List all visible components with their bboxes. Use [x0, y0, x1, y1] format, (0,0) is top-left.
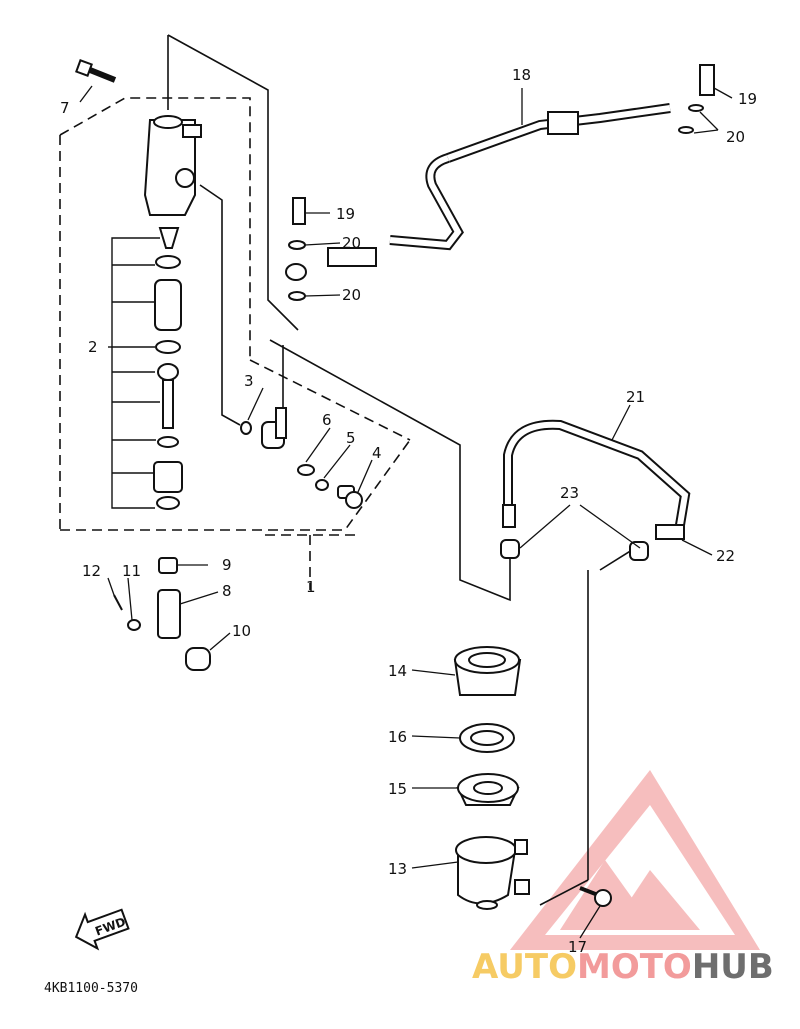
callout-2: 2 [88, 338, 98, 356]
callout-16: 16 [388, 728, 407, 746]
piston-kit [153, 227, 183, 510]
assembly-outlines [59, 34, 641, 906]
diaphragm-16 [459, 723, 515, 753]
callout-4: 4 [372, 444, 382, 462]
reservoir-13 [455, 836, 530, 910]
svg-text:AUTOMOTOHUB: AUTOMOTOHUB [472, 947, 774, 987]
watermark-auto: AUTO [472, 947, 577, 987]
callout-12: 12 [82, 562, 101, 580]
callout-5: 5 [346, 429, 356, 447]
callout-13: 13 [388, 860, 407, 878]
callout-labels: 7 1 2 3 6 5 4 9 8 10 12 11 14 16 15 13 1… [60, 66, 757, 956]
callout-19b: 19 [336, 205, 355, 223]
screw-17 [579, 886, 612, 907]
callout-20b: 20 [342, 234, 361, 252]
watermark-logo [510, 770, 760, 950]
bolt-7 [75, 59, 117, 83]
reservoir-cap-14 [453, 646, 522, 696]
part-code: 4KB1100-5370 [44, 981, 138, 996]
clevis-assembly [113, 557, 211, 671]
watermark-hub: HUB [692, 947, 774, 987]
callout-leaders [79, 85, 733, 939]
callout-7: 7 [60, 99, 70, 117]
callout-10: 10 [232, 622, 251, 640]
callout-8: 8 [222, 582, 232, 600]
callout-14: 14 [388, 662, 407, 680]
callout-22: 22 [716, 547, 735, 565]
callout-17: 17 [568, 938, 587, 956]
plate-15 [456, 773, 520, 806]
callout-3: 3 [244, 372, 254, 390]
hose-21 [500, 419, 691, 561]
callout-6: 6 [322, 411, 332, 429]
callout-19a: 19 [738, 90, 757, 108]
hose-18 [285, 64, 715, 301]
piston-kit-bracket [108, 237, 160, 509]
watermark-moto: MOTO [577, 947, 692, 987]
hose-fitting [240, 407, 363, 509]
callout-20c: 20 [342, 286, 361, 304]
master-cylinder [143, 115, 202, 216]
callout-23: 23 [560, 484, 579, 502]
fwd-arrow-icon: FWD [74, 908, 130, 951]
callout-15: 15 [388, 780, 407, 798]
callout-9: 9 [222, 556, 232, 574]
callout-1: 1 [306, 578, 316, 596]
callout-11: 11 [122, 562, 141, 580]
callout-21: 21 [626, 388, 645, 406]
watermark-text: AUTOMOTOHUB [472, 947, 774, 987]
callout-20a: 20 [726, 128, 745, 146]
callout-18: 18 [512, 66, 531, 84]
